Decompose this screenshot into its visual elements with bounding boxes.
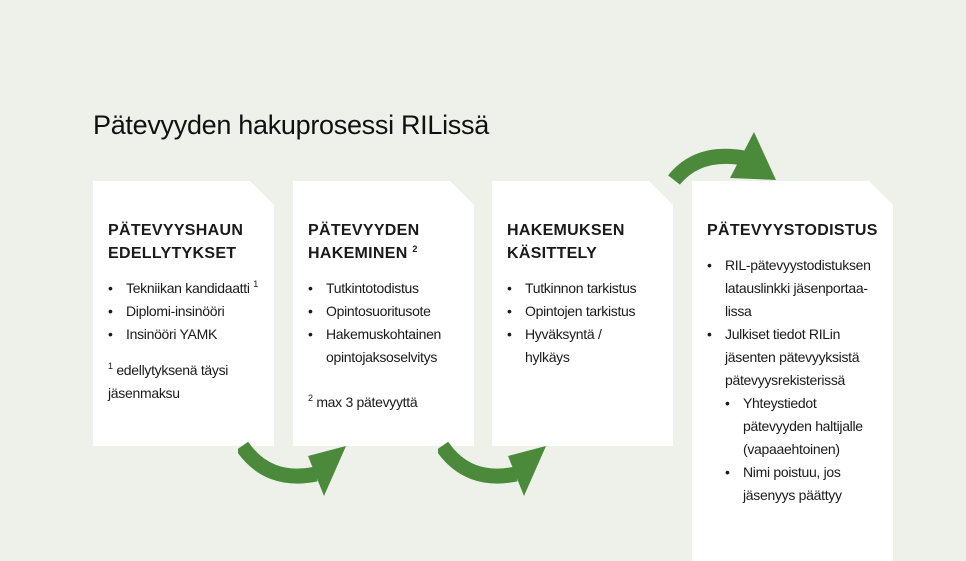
list-item: Opintosuoritusote <box>308 300 464 323</box>
item-text: Julkiset tiedot RILin jäsenten pätevyyks… <box>725 326 860 388</box>
footnote-text: max 3 pätevyyttä <box>316 394 418 410</box>
curved-arrow-icon <box>438 441 546 496</box>
footnote: 2 max 3 pätevyyttä <box>308 391 464 414</box>
card-prerequisites: PÄTEVYYSHAUN EDELLYTYKSET Tekniikan kandi… <box>93 181 274 446</box>
heading-line: PÄTEVYYSHAUN <box>108 222 244 239</box>
list-item: Insinööri YAMK <box>108 323 264 346</box>
card-applying: PÄTEVYYDEN HAKEMINEN 2 Tutkintotodistus O… <box>293 181 474 446</box>
list-item: Tutkintotodistus <box>308 277 464 300</box>
card-heading: HAKEMUKSEN KÄSITTELY <box>507 219 663 265</box>
card-certificate: PÄTEVYYSTODISTUS RIL-pätevyystodistuksen… <box>692 181 893 561</box>
footnote-marker: 1 <box>108 361 113 371</box>
heading-line: PÄTEVYYDEN <box>308 222 420 239</box>
footnote-text: edellytyksenä täysi jäsenmaksu <box>108 362 229 401</box>
bullet-list: Tutkinnon tarkistus Opintojen tarkistus … <box>507 277 663 369</box>
list-item: Hyväksyntä / hylkäys <box>507 323 635 369</box>
heading-line: HAKEMINEN <box>308 245 408 262</box>
card-heading: PÄTEVYYSHAUN EDELLYTYKSET <box>108 219 264 265</box>
list-item: Diplomi-insinööri <box>108 300 264 323</box>
card-processing: HAKEMUKSEN KÄSITTELY Tutkinnon tarkistus … <box>492 181 673 446</box>
footnote-marker: 1 <box>253 279 258 289</box>
card-heading: PÄTEVYYDEN HAKEMINEN 2 <box>308 219 464 265</box>
heading-line: EDELLYTYKSET <box>108 245 237 262</box>
page-title: Pätevyyden hakuprosessi RILissä <box>93 110 489 140</box>
heading-line: HAKEMUKSEN <box>507 222 625 239</box>
list-item: Tutkinnon tarkistus <box>507 277 663 300</box>
card-heading: PÄTEVYYSTODISTUS <box>707 222 878 239</box>
curved-arrow-icon <box>668 132 776 185</box>
list-item: RIL-pätevyystodistuksen latauslinkki jäs… <box>707 254 883 323</box>
sub-list-item: Nimi poistuu, jos jäsenyys päättyy <box>725 461 883 507</box>
list-item: Hakemuskohtainen opintojaksoselvitys <box>308 323 464 369</box>
sub-list-item: Yhteystiedot pätevyyden haltijalle (vapa… <box>725 392 883 461</box>
footnote: 1 edellytyksenä täysi jäsenmaksu <box>108 359 264 405</box>
list-item: Julkiset tiedot RILin jäsenten pätevyyks… <box>707 323 883 507</box>
footnote-marker: 2 <box>412 244 418 254</box>
bullet-list: RIL-pätevyystodistuksen latauslinkki jäs… <box>707 254 883 507</box>
heading-line: KÄSITTELY <box>507 245 598 262</box>
curved-arrow-icon <box>238 441 346 496</box>
sub-bullet-list: Yhteystiedot pätevyyden haltijalle (vapa… <box>725 392 883 507</box>
footnote-marker: 2 <box>308 393 313 403</box>
item-text: Tekniikan kandidaatti <box>126 280 250 296</box>
list-item: Opintojen tarkistus <box>507 300 663 323</box>
bullet-list: Tutkintotodistus Opintosuoritusote Hakem… <box>308 277 464 369</box>
bullet-list: Tekniikan kandidaatti 1 Diplomi-insinöör… <box>108 277 264 346</box>
list-item: Tekniikan kandidaatti 1 <box>108 277 264 300</box>
